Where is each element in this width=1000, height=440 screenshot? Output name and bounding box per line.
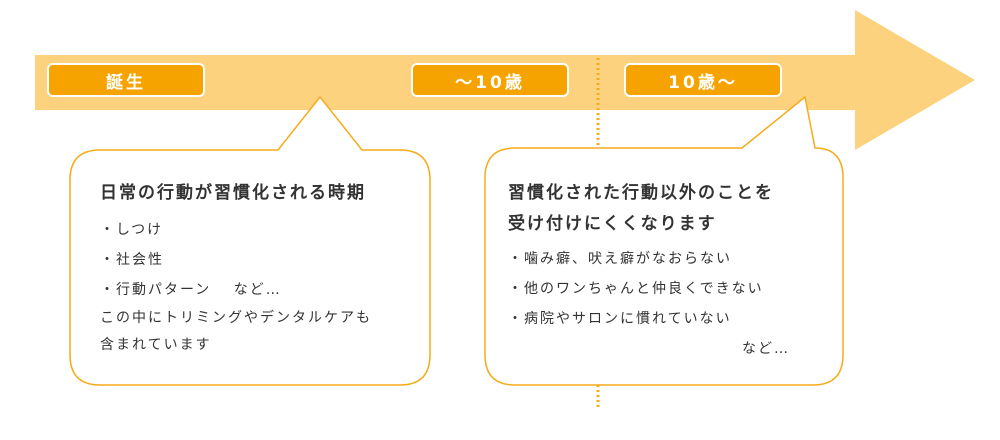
label-after-10: 10歳～ bbox=[624, 63, 782, 97]
left-note-line-2: 含まれています bbox=[100, 337, 212, 353]
left-item-behavior: ・行動パターン など… bbox=[100, 282, 282, 298]
label-until-10: ～10歳 bbox=[411, 63, 569, 97]
left-item-sociality: ・社会性 bbox=[100, 252, 164, 268]
label-birth: 誕生 bbox=[47, 63, 205, 97]
left-speech-bubble bbox=[69, 95, 431, 386]
right-item-other-dogs: ・他のワンちゃんと仲良くできない bbox=[508, 281, 764, 297]
right-item-clinic: ・病院やサロンに慣れていない bbox=[508, 311, 732, 327]
right-item-biting: ・噛み癖、吠え癖がなおらない bbox=[508, 251, 732, 267]
right-speech-bubble bbox=[484, 95, 844, 386]
left-bubble-content: 日常の行動が習慣化される時期 ・しつけ ・社会性 ・行動パターン など… この中… bbox=[100, 178, 420, 359]
right-bubble-title-line-2: 受け付けにくくなります bbox=[508, 214, 717, 234]
right-etc: など… bbox=[742, 341, 790, 357]
right-bubble-content: 習慣化された行動以外のことを 受け付けにくくなります ・噛み癖、吠え癖がなおらな… bbox=[508, 178, 828, 364]
right-bubble-title-line-1: 習慣化された行動以外のことを bbox=[508, 183, 774, 203]
left-note-line-1: この中にトリミングやデンタルケアも bbox=[100, 310, 372, 326]
left-bubble-title: 日常の行動が習慣化される時期 bbox=[100, 183, 366, 203]
left-item-training: ・しつけ bbox=[100, 222, 164, 238]
